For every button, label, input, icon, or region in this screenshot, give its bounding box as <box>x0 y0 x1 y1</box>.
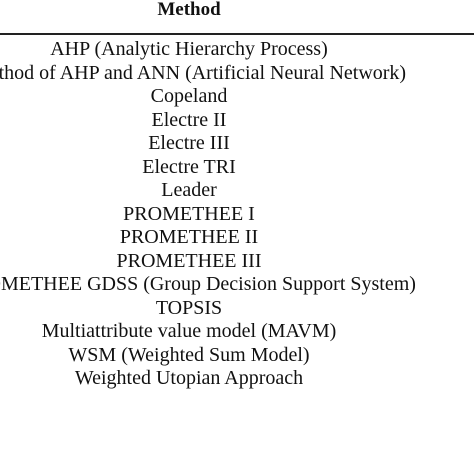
table-row: Copeland <box>0 83 474 107</box>
table-row: Weighted Utopian Approach <box>0 365 474 389</box>
method-name: Weighted Utopian Approach <box>74 367 304 389</box>
method-cell: WSM (Weighted Sum Model) <box>0 342 378 368</box>
method-name: PROMETHEE I <box>123 202 255 225</box>
header-rule <box>0 33 474 35</box>
method-name: Electre III <box>148 132 230 154</box>
method-cell: Weighted Utopian Approach <box>0 365 378 391</box>
method-name: PROMETHEE GDSS (Group Decision Support S… <box>0 273 416 295</box>
table-row: Electre III <box>0 130 474 154</box>
method-cell: Multiattribute value model (MAVM) <box>0 318 378 344</box>
method-cell: Method of AHP and ANN (Artificial Neural… <box>0 60 406 86</box>
method-cell: PROMETHEE II <box>0 224 378 250</box>
table-row: TOPSIS <box>0 295 474 319</box>
method-cell: PROMETHEE I <box>0 201 378 227</box>
method-cell: TOPSIS <box>0 295 378 321</box>
method-cell: PROMETHEE GDSS (Group Decision Support S… <box>0 271 416 297</box>
table-body: AHP (Analytic Hierarchy Process)Method o… <box>0 36 474 389</box>
table-row: PROMETHEE II <box>0 224 474 248</box>
method-name: Multiattribute value model (MAVM) <box>41 320 337 342</box>
method-cell: Electre TRI <box>0 154 378 180</box>
table-row: WSM (Weighted Sum Model) <box>0 342 474 366</box>
method-cell: Electre III <box>0 130 378 156</box>
method-name: TOPSIS <box>155 296 223 319</box>
method-cell: Electre II <box>0 107 378 133</box>
table-row: Electre II <box>0 107 474 131</box>
table-row: PROMETHEE III <box>0 248 474 272</box>
method-name: PROMETHEE III <box>116 249 262 272</box>
method-cell: AHP (Analytic Hierarchy Process) <box>0 36 378 62</box>
table-row: PROMETHEE GDSS (Group Decision Support S… <box>0 271 474 295</box>
method-name: AHP (Analytic Hierarchy Process) <box>50 38 328 60</box>
table-row: Leader <box>0 177 474 201</box>
table-row: Multiattribute value model (MAVM) <box>0 318 474 342</box>
method-name: WSM (Weighted Sum Model) <box>68 343 310 366</box>
method-name: Electre II <box>151 108 227 131</box>
table-row: Electre TRI <box>0 154 474 178</box>
table-row: AHP (Analytic Hierarchy Process) <box>0 36 474 60</box>
table-row: PROMETHEE I <box>0 201 474 225</box>
method-name: Method of AHP and ANN (Artificial Neural… <box>0 61 407 84</box>
table-header: Method <box>0 0 474 30</box>
method-cell: Copeland <box>0 83 378 109</box>
method-name: Leader <box>161 179 217 201</box>
method-name: Copeland <box>150 85 228 107</box>
column-header-method: Method <box>157 0 221 20</box>
method-name: PROMETHEE II <box>119 226 259 248</box>
method-cell: Leader <box>0 177 378 203</box>
method-cell: PROMETHEE III <box>0 248 378 274</box>
method-name: Electre TRI <box>142 155 236 178</box>
table-row: Method of AHP and ANN (Artificial Neural… <box>0 60 474 84</box>
